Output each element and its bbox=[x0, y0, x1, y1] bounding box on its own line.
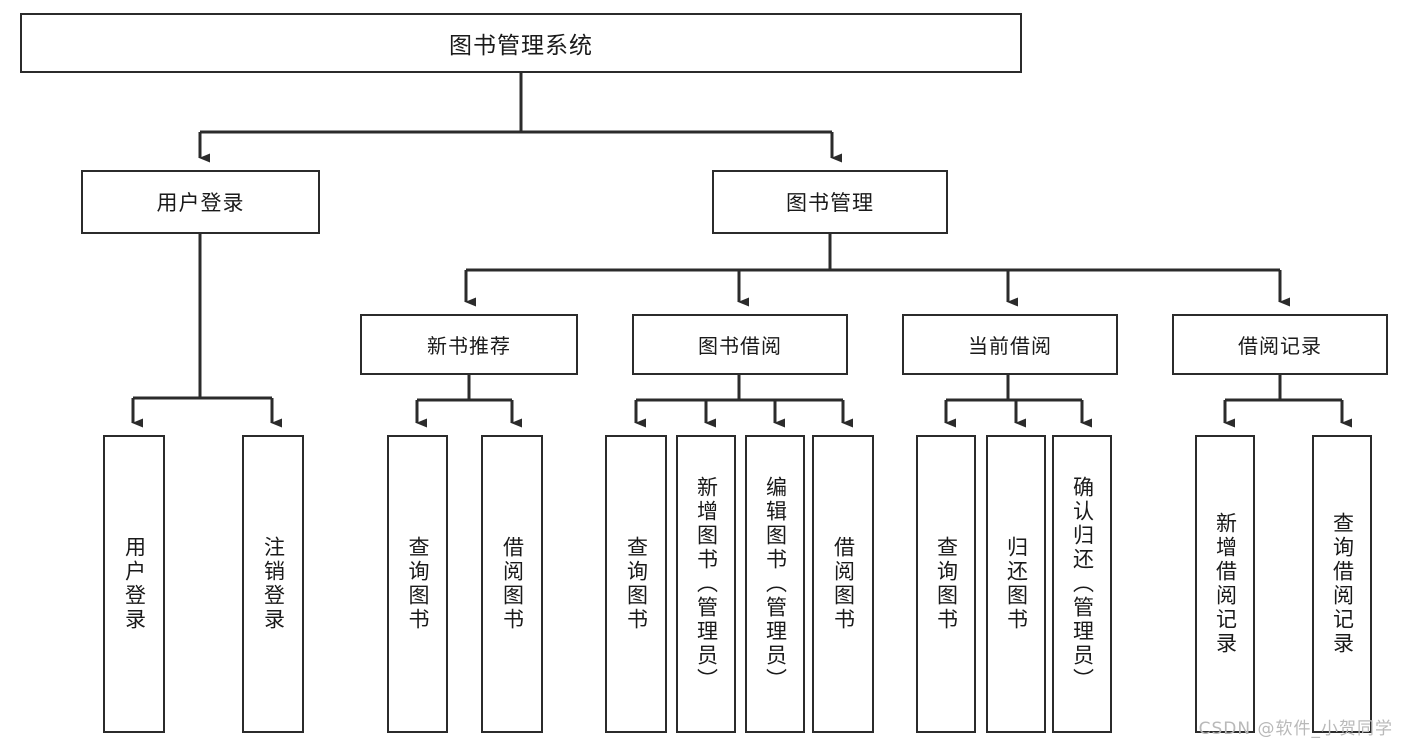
leaf-label: 编辑图书（管理员） bbox=[763, 476, 788, 692]
csdn-watermark: CSDN @软件_小贺同学 bbox=[1198, 719, 1393, 739]
leaf-label: 查询图书 bbox=[624, 536, 649, 632]
node-user-login[interactable]: 用户登录 bbox=[81, 170, 320, 234]
node-root[interactable]: 图书管理系统 bbox=[20, 13, 1022, 73]
node-new-book-recommend-label: 新书推荐 bbox=[427, 334, 511, 358]
leaf-current-query-book[interactable]: 查询图书 bbox=[916, 435, 976, 733]
leaf-record-add-record[interactable]: 新增借阅记录 bbox=[1195, 435, 1255, 733]
leaf-label: 新增图书（管理员） bbox=[694, 476, 719, 692]
leaf-current-confirm-return-admin[interactable]: 确认归还（管理员） bbox=[1052, 435, 1112, 733]
leaf-borrow-add-book-admin[interactable]: 新增图书（管理员） bbox=[676, 435, 736, 733]
leaf-label: 借阅图书 bbox=[500, 536, 525, 632]
leaf-borrow-borrow-book[interactable]: 借阅图书 bbox=[812, 435, 874, 733]
leaf-recommend-query-book[interactable]: 查询图书 bbox=[387, 435, 448, 733]
leaf-label: 查询图书 bbox=[406, 536, 430, 632]
leaf-borrow-query-book[interactable]: 查询图书 bbox=[605, 435, 667, 733]
node-current-borrow[interactable]: 当前借阅 bbox=[902, 314, 1118, 375]
node-current-borrow-label: 当前借阅 bbox=[968, 334, 1052, 358]
leaf-recommend-borrow-book[interactable]: 借阅图书 bbox=[481, 435, 543, 733]
leaf-label: 用户登录 bbox=[122, 536, 147, 632]
node-book-management[interactable]: 图书管理 bbox=[712, 170, 948, 234]
leaf-label: 注销登录 bbox=[261, 536, 286, 632]
node-book-borrow[interactable]: 图书借阅 bbox=[632, 314, 848, 375]
leaf-current-return-book[interactable]: 归还图书 bbox=[986, 435, 1046, 733]
node-new-book-recommend[interactable]: 新书推荐 bbox=[360, 314, 578, 375]
node-book-borrow-label: 图书借阅 bbox=[698, 334, 782, 358]
leaf-borrow-edit-book-admin[interactable]: 编辑图书（管理员） bbox=[745, 435, 805, 733]
leaf-label: 归还图书 bbox=[1004, 536, 1029, 632]
leaf-record-query-record[interactable]: 查询借阅记录 bbox=[1312, 435, 1372, 733]
leaf-label: 查询借阅记录 bbox=[1330, 512, 1355, 656]
node-root-label: 图书管理系统 bbox=[449, 33, 593, 59]
leaf-user-login-login[interactable]: 用户登录 bbox=[103, 435, 165, 733]
node-borrow-record[interactable]: 借阅记录 bbox=[1172, 314, 1388, 375]
leaf-label: 新增借阅记录 bbox=[1213, 512, 1238, 656]
leaf-label: 确认归还（管理员） bbox=[1070, 476, 1095, 692]
leaf-label: 借阅图书 bbox=[831, 536, 856, 632]
leaf-user-login-logout[interactable]: 注销登录 bbox=[242, 435, 304, 733]
node-borrow-record-label: 借阅记录 bbox=[1238, 334, 1322, 358]
node-user-login-label: 用户登录 bbox=[156, 191, 245, 215]
leaf-label: 查询图书 bbox=[934, 536, 959, 632]
node-book-management-label: 图书管理 bbox=[786, 191, 874, 215]
